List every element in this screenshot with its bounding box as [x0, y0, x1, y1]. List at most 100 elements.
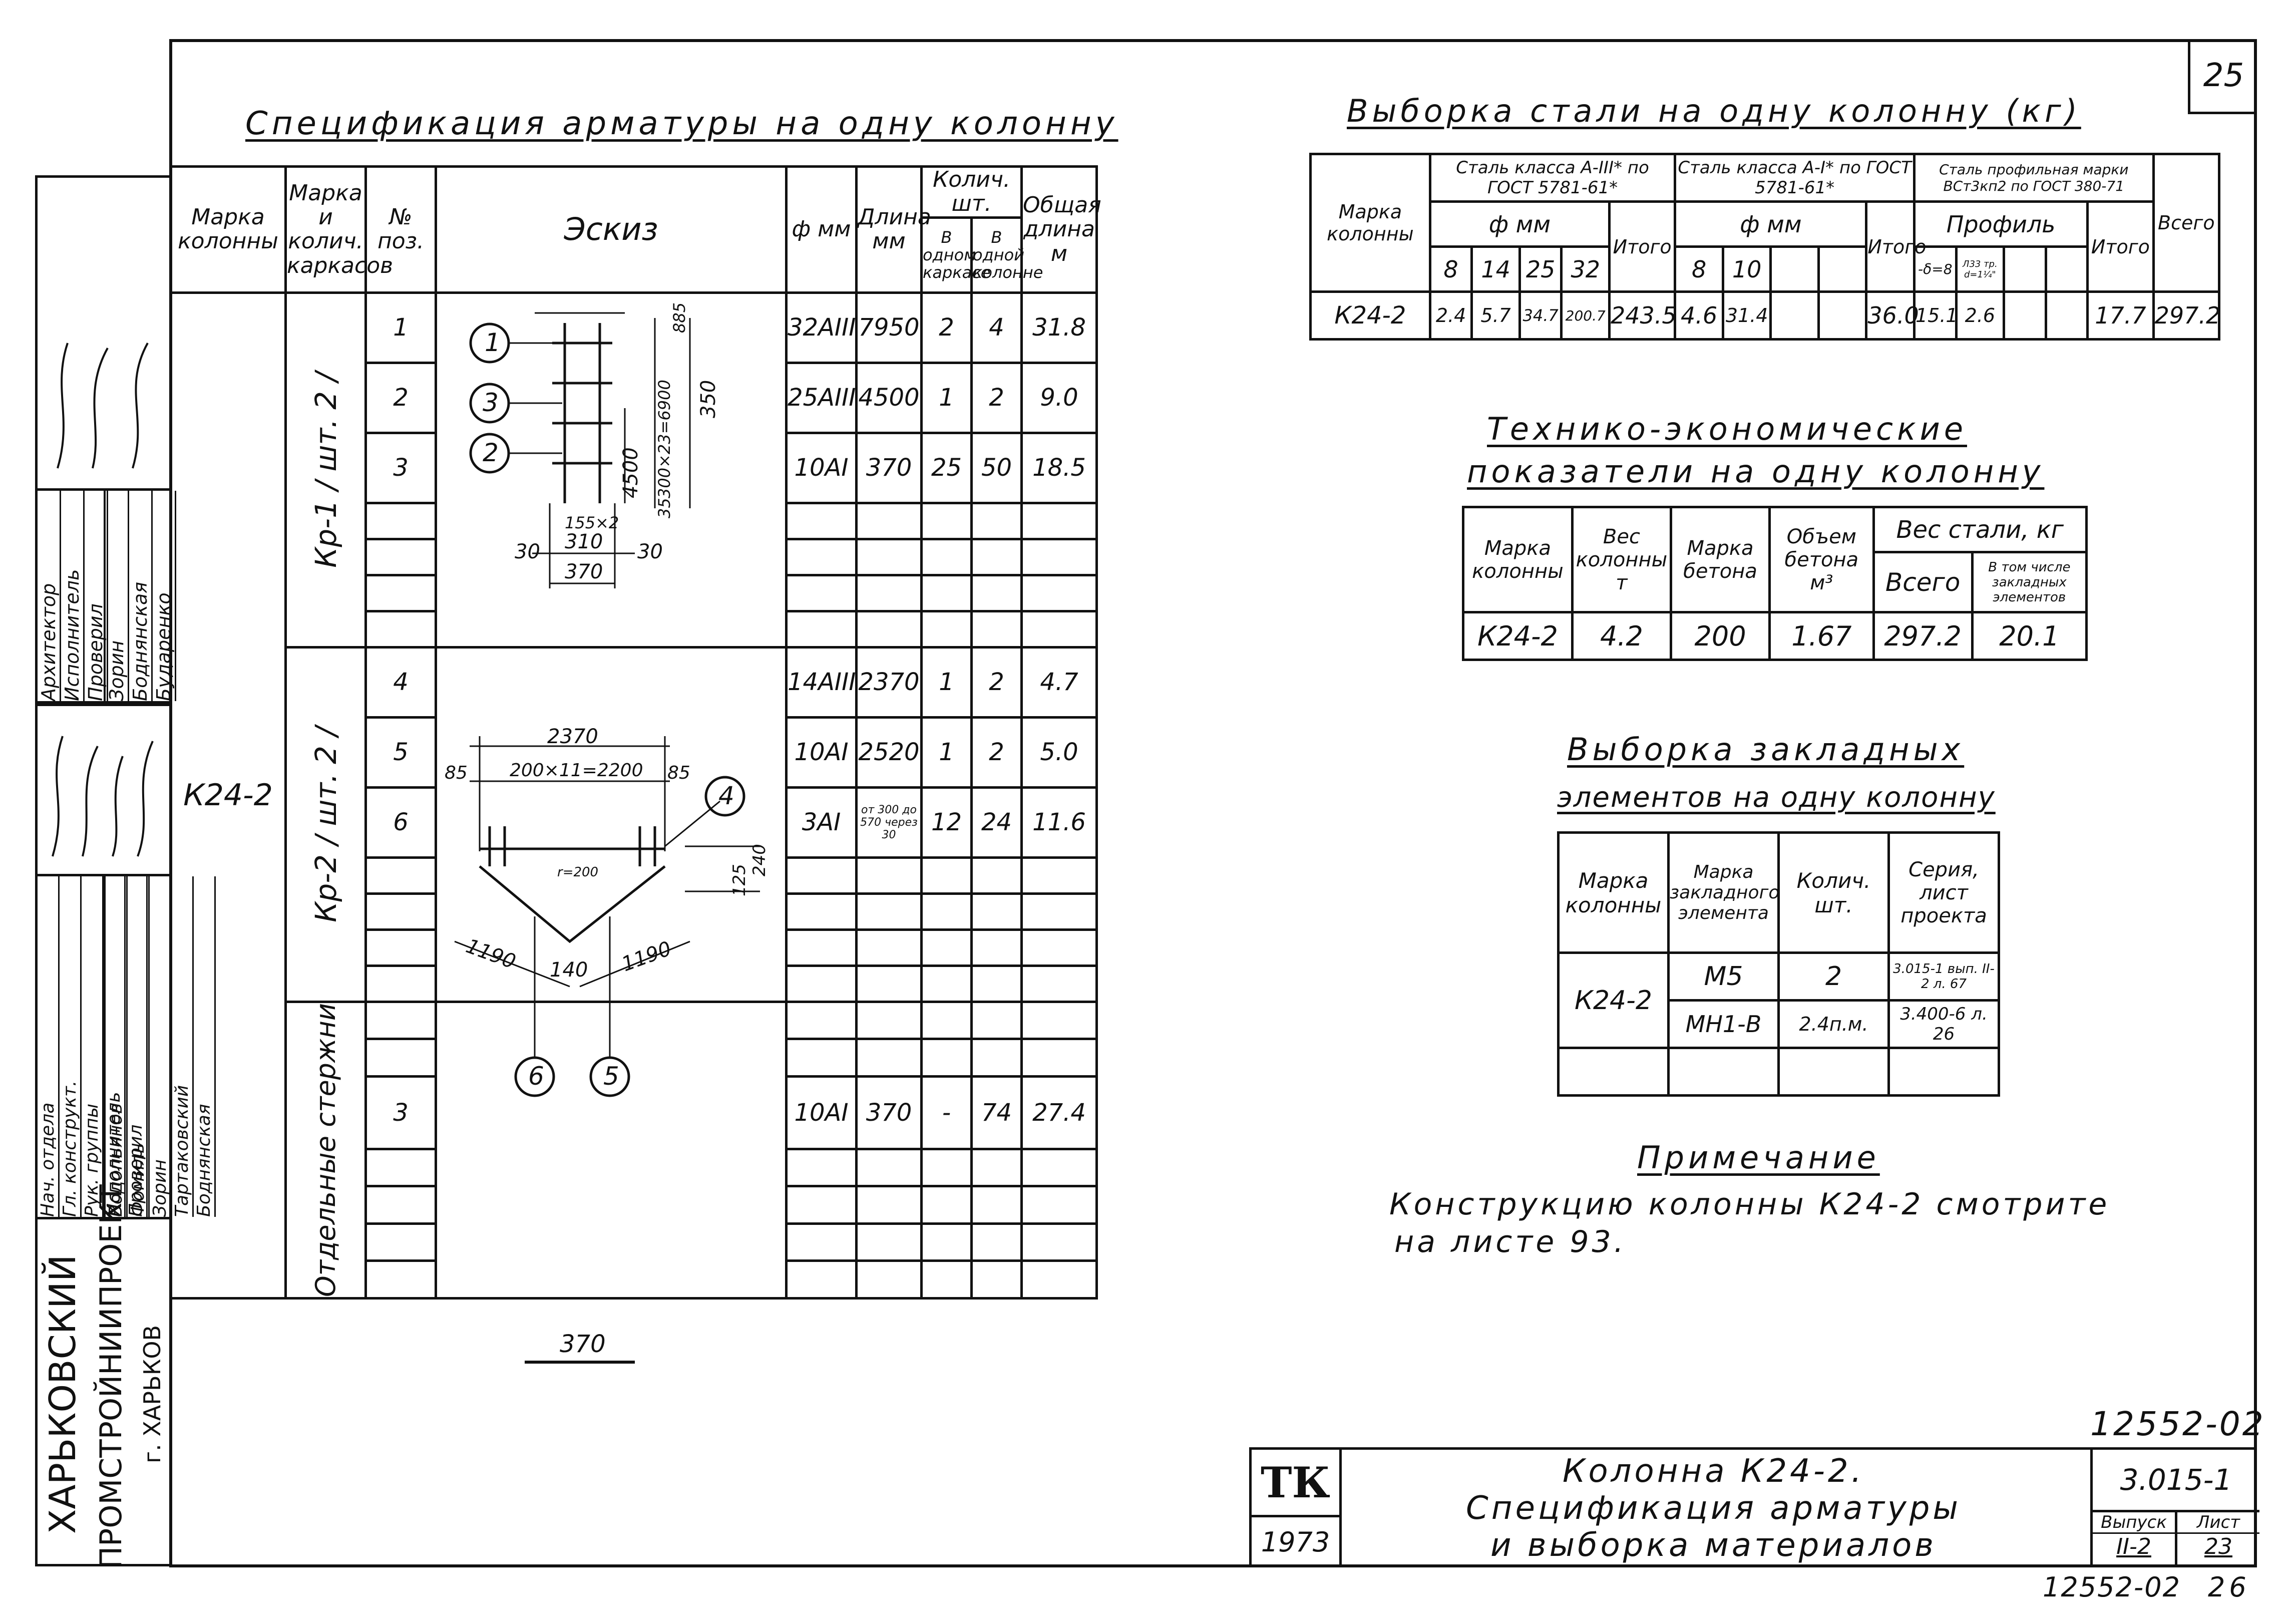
- dim-6900: 300×23=6900: [655, 380, 674, 498]
- tech-weight: 4.2: [1571, 611, 1672, 661]
- dim-85-left: 85: [445, 763, 468, 783]
- steel-v3-1: 2.6: [1955, 290, 2006, 341]
- page-number-box: 25: [2188, 39, 2257, 114]
- stamp-list: Лист 23: [2177, 1512, 2259, 1567]
- stamp-right-cell: 3.015-1 Выпуск II-2 Лист 23: [2090, 1450, 2259, 1567]
- empty-cell: [1020, 537, 1098, 576]
- dim-r200: r=200: [557, 865, 598, 880]
- side-names-bottom-col: Водопьянов Фомиль Зорин Тартаковский Бод…: [105, 876, 216, 1217]
- hdr-total-len: Общая длина м: [1020, 165, 1101, 294]
- row6-total: 11.6: [1020, 786, 1098, 859]
- callout-5: 5: [603, 1062, 619, 1091]
- row2-len: 4500: [855, 361, 923, 434]
- steel-hdr-g3: Сталь профильная марки ВСт3кп2 по ГОСТ 3…: [1912, 153, 2155, 203]
- steel-hdr-vsego: Всего: [2152, 153, 2221, 293]
- dim-370: 370: [565, 560, 603, 583]
- empty-cell: [855, 928, 923, 967]
- tech-title1: Технико-экономические: [1487, 411, 1967, 447]
- hdr-pos: № поз.: [364, 165, 437, 294]
- row1-total: 31.8: [1020, 291, 1098, 364]
- tech-hdr-incl: В том числе закладных элементов: [1971, 551, 2088, 613]
- stamp-vyp-list: Выпуск II-2 Лист 23: [2093, 1512, 2259, 1567]
- role-b2: Рук. группы: [82, 876, 104, 1217]
- role-b1: Гл. конструкт.: [60, 876, 82, 1217]
- dim-140: 140: [550, 958, 588, 982]
- hdr-qty-column: В одной колонне: [970, 216, 1043, 294]
- empty-cell: [920, 856, 973, 895]
- empty-cell: [970, 1259, 1023, 1300]
- tech-volume: 1.67: [1768, 611, 1875, 661]
- empty-cell: [1817, 290, 1868, 341]
- empty-cell: [1020, 928, 1098, 967]
- tech-hdr-steel: Вес стали, кг: [1872, 506, 2088, 553]
- page-number: 25: [2203, 57, 2244, 94]
- empty-cell: [1020, 609, 1098, 649]
- empty-cell: [785, 1038, 858, 1078]
- empty-cell: [855, 537, 923, 576]
- empty-cell: [364, 1259, 437, 1300]
- stamp-list-value: 23: [2204, 1534, 2232, 1559]
- frame-right: [2254, 39, 2257, 1566]
- empty-cell: [920, 1222, 973, 1262]
- hdr-qty: Колич. шт.: [920, 165, 1023, 219]
- empty-cell: [920, 1000, 973, 1041]
- empty-cell: [364, 609, 437, 649]
- steel-hdr-g1: Сталь класса А-III* по ГОСТ 5781-61*: [1428, 153, 1677, 203]
- empty-cell: [364, 856, 437, 895]
- tech-title2: показатели на одну колонну: [1467, 453, 2045, 490]
- empty-cell: [1777, 1047, 1890, 1097]
- embed-title1: Выборка закладных: [1567, 731, 1965, 768]
- side-roles-bottom: Нач. отдела Гл. конструкт. Рук. группы И…: [38, 874, 216, 1219]
- dim-350: 350: [697, 380, 720, 418]
- empty-cell: [920, 928, 973, 967]
- empty-cell: [920, 573, 973, 612]
- dim-1190-right: 1190: [619, 937, 674, 976]
- sketch-cell-2: [435, 646, 788, 1003]
- empty-cell: [920, 1147, 973, 1188]
- dim-885: 885: [670, 302, 689, 333]
- row5-len: 2520: [855, 716, 923, 789]
- embed-table: Марка колонны Марка закладного элемента …: [1557, 831, 2000, 1097]
- row1-phi: 32АIII: [785, 291, 858, 364]
- empty-cell: [855, 609, 923, 649]
- steel-itogo2-hdr: Итого: [1865, 200, 1926, 293]
- group-kr2: Кр-2 / шт. 2 /: [284, 646, 367, 1003]
- empty-cell: [1020, 1185, 1098, 1225]
- row2-col: 2: [970, 361, 1023, 434]
- role-b0: Нач. отдела: [38, 876, 60, 1217]
- steel-d1-1: 14: [1470, 245, 1521, 293]
- steel-d1-0: 8: [1428, 245, 1473, 293]
- embed-hdr-qty: Колич. шт.: [1777, 831, 1890, 954]
- embed-elem-1: МН1-В: [1667, 999, 1780, 1049]
- side-roles-top: Архитектор Исполнитель Проверил Зорин Бо…: [38, 488, 176, 704]
- stamp-bottom-code: 12552-02: [2043, 1571, 2181, 1603]
- steel-v3: 200.7: [1560, 290, 1611, 341]
- row5-col: 2: [970, 716, 1023, 789]
- empty-cell: [970, 1147, 1023, 1188]
- stamp-logo-cell: ТК 1973: [1252, 1450, 1342, 1567]
- role-t1: Исполнитель: [61, 491, 85, 701]
- spec-table-wrap: Марка колонны Марка и колич. каркасов № …: [169, 165, 1101, 1300]
- row5-phi: 10АI: [785, 716, 858, 789]
- stamp-t3: и выборка материалов: [1490, 1527, 1937, 1564]
- row5-total: 5.0: [1020, 716, 1098, 789]
- steel-table-wrap: Марка колонны Сталь класса А-III* по ГОС…: [1309, 153, 2220, 341]
- empty-cell: [920, 537, 973, 576]
- empty-cell: [785, 928, 858, 967]
- callout-6: 6: [528, 1062, 544, 1091]
- hdr-frame-mark: Марка и колич. каркасов: [284, 165, 393, 294]
- empty-cell: [855, 964, 923, 1003]
- empty-cell: [855, 573, 923, 612]
- embed-series-1: 3.400-6 л. 26: [1887, 999, 2000, 1049]
- empty-cell: [920, 892, 973, 931]
- side-roles-bottom-col: Нач. отдела Гл. конструкт. Рук. группы И…: [38, 876, 148, 1217]
- row2-phi: 25АIII: [785, 361, 858, 434]
- side-names-top-col: Зорин Боднянская Бударенко: [105, 491, 176, 701]
- steel-itogo1-hdr: Итого: [1608, 200, 1677, 293]
- row3-len: 370: [855, 431, 923, 504]
- name-b2: Зорин: [149, 876, 172, 1217]
- embed-hdr-mark: Марка колонны: [1557, 831, 1670, 954]
- empty-cell: [1020, 573, 1098, 612]
- empty-cell: [1020, 1038, 1098, 1078]
- empty-cell: [364, 1147, 437, 1188]
